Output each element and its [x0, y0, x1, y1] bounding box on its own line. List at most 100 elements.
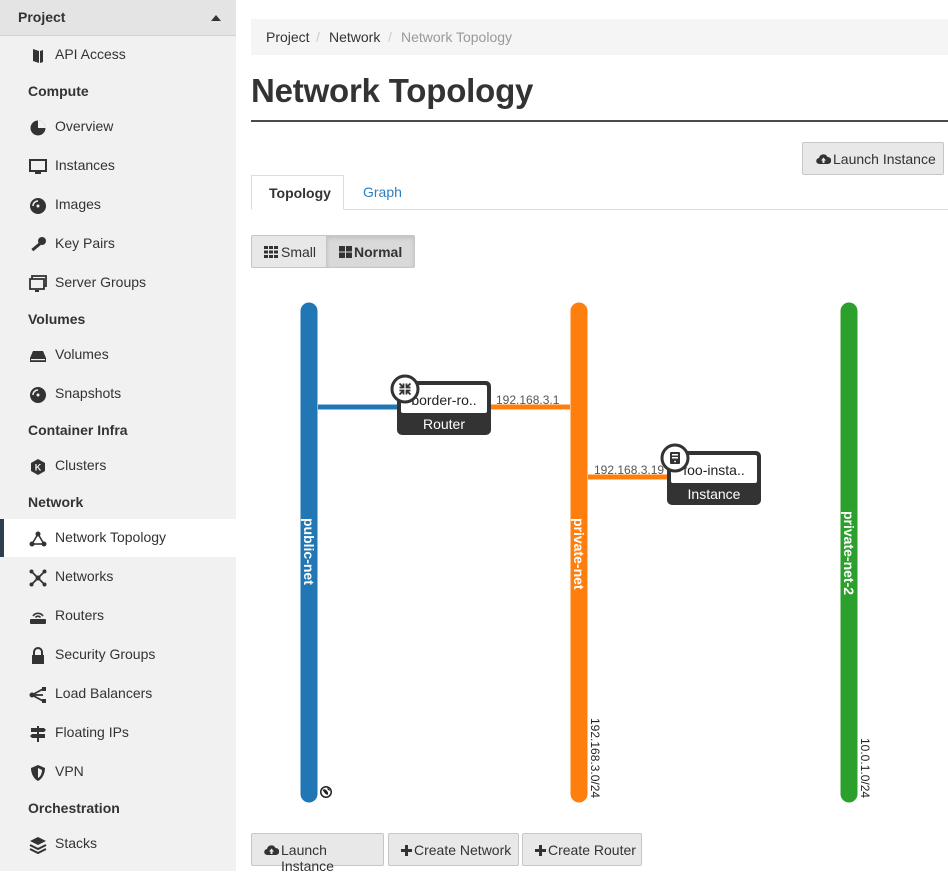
sidebar: Project API Access Compute Overview Inst…	[0, 0, 236, 871]
network-private-net-2[interactable]: private-net-2 10.0.1.0/24	[840, 302, 872, 803]
server-groups-icon	[29, 275, 47, 292]
tab-topology-label: Topology	[269, 185, 331, 201]
network-private-net-subnet: 192.168.3.0/24	[588, 718, 602, 798]
network-private-net[interactable]: private-net 192.168.3.0/24	[570, 302, 602, 803]
network-private-net-2-subnet: 10.0.1.0/24	[858, 738, 872, 798]
section-volumes: Volumes	[28, 311, 86, 327]
create-router-button[interactable]: Create Router	[522, 833, 642, 866]
section-network: Network	[28, 494, 84, 510]
sidebar-item-label: Routers	[55, 607, 105, 623]
sidebar-item-overview[interactable]: Overview	[0, 108, 236, 146]
create-network-button[interactable]: Create Network	[388, 833, 519, 866]
sidebar-item-floating-ips[interactable]: Floating IPs	[0, 714, 236, 752]
topology-canvas: public-net private-net 192.168.3.0/24 pr…	[300, 302, 872, 803]
hard-drive-icon	[30, 351, 46, 362]
sidebar-item-label: Load Balancers	[55, 685, 153, 701]
launch-instance-label: Launch Instance	[833, 151, 936, 167]
section-orchestration: Orchestration	[28, 800, 120, 816]
sidebar-item-load-balancers[interactable]: Load Balancers	[0, 675, 236, 713]
sidebar-item-label: Images	[55, 196, 101, 212]
tab-topology[interactable]: Topology	[251, 175, 344, 210]
small-view-label: Small	[281, 244, 317, 260]
sidebar-item-label: Server Groups	[55, 274, 147, 290]
plus-icon	[535, 845, 546, 856]
disc-icon	[30, 387, 46, 403]
sidebar-item-label: Instances	[55, 157, 115, 173]
router-type: Router	[423, 416, 465, 432]
sidebar-item-routers[interactable]: Routers	[0, 597, 236, 635]
sidebar-item-label: Network Topology	[55, 529, 167, 545]
sidebar-item-network-topology[interactable]: Network Topology	[0, 519, 236, 557]
sidebar-item-server-groups[interactable]: Server Groups	[0, 264, 236, 302]
project-dropdown[interactable]: Project	[0, 0, 236, 36]
page-title: Network Topology	[251, 72, 534, 109]
project-label: Project	[18, 9, 66, 25]
section-compute: Compute	[28, 83, 89, 99]
tab-graph[interactable]: Graph	[363, 184, 402, 200]
breadcrumb-separator: /	[316, 29, 320, 45]
breadcrumb-network[interactable]: Network	[329, 29, 381, 45]
lock-icon	[32, 647, 44, 664]
grid-large-icon	[339, 246, 352, 258]
instance-type: Instance	[688, 486, 741, 502]
launch-instance-bottom-label: Launch Instance	[281, 842, 334, 874]
cloud-upload-icon	[816, 154, 831, 165]
network-public-net-label: public-net	[301, 518, 317, 585]
grid-small-icon	[264, 246, 278, 258]
instance-node[interactable]: foo-insta.. Instance	[660, 443, 761, 505]
load-balancer-icon	[29, 687, 46, 703]
sidebar-item-instances[interactable]: Instances	[0, 147, 236, 185]
svg-text:K: K	[35, 463, 42, 473]
monitor-icon	[29, 159, 47, 174]
sidebar-item-key-pairs[interactable]: Key Pairs	[0, 225, 236, 263]
create-network-label: Create Network	[414, 842, 512, 858]
sidebar-item-label: Snapshots	[55, 385, 122, 401]
network-private-net-label: private-net	[571, 518, 587, 590]
sidebar-item-images[interactable]: Images	[0, 186, 236, 224]
tabs-divider	[251, 209, 948, 210]
kubernetes-icon: K	[31, 459, 45, 475]
signpost-icon	[30, 726, 46, 742]
router-name: border-ro..	[411, 392, 476, 408]
sidebar-item-label: VPN	[55, 763, 84, 779]
sidebar-item-security-groups[interactable]: Security Groups	[0, 636, 236, 674]
small-view-button[interactable]: Small	[251, 235, 327, 268]
sidebar-item-snapshots[interactable]: Snapshots	[0, 375, 236, 413]
sidebar-item-label: Networks	[55, 568, 114, 584]
network-private-net-2-label: private-net-2	[841, 511, 857, 595]
router-node[interactable]: border-ro.. Router	[390, 374, 491, 435]
breadcrumb-project[interactable]: Project	[266, 29, 310, 45]
breadcrumb: Project / Network / Network Topology	[251, 19, 948, 55]
shield-icon	[31, 765, 45, 781]
sidebar-item-volumes[interactable]: Volumes	[0, 336, 236, 374]
section-container-infra: Container Infra	[28, 422, 128, 438]
sidebar-item-vpn[interactable]: VPN	[0, 753, 236, 791]
key-icon	[31, 237, 46, 252]
launch-instance-bottom-button[interactable]: Launch Instance	[251, 833, 384, 874]
create-router-label: Create Router	[548, 842, 636, 858]
view-size-toggle: Small Normal	[251, 235, 415, 268]
sidebar-item-networks[interactable]: Networks	[0, 558, 236, 596]
sidebar-item-stacks[interactable]: Stacks	[0, 825, 236, 863]
sidebar-item-label: Clusters	[55, 457, 107, 473]
sidebar-item-label: Volumes	[55, 346, 109, 362]
sidebar-item-label: Key Pairs	[55, 235, 115, 251]
normal-view-label: Normal	[354, 244, 403, 260]
router-port-ip: 192.168.3.1	[496, 393, 560, 407]
pie-chart-icon	[30, 120, 46, 136]
normal-view-button[interactable]: Normal	[326, 235, 415, 268]
launch-instance-button[interactable]: Launch Instance	[802, 142, 944, 175]
sidebar-item-api-access[interactable]: API Access	[0, 36, 236, 74]
sidebar-item-label: Stacks	[55, 835, 98, 851]
disc-icon	[30, 198, 46, 214]
sidebar-item-clusters[interactable]: K Clusters	[0, 447, 236, 485]
caret-up-icon	[211, 15, 221, 21]
stack-icon	[29, 837, 47, 854]
instance-name: foo-insta..	[683, 462, 744, 478]
sidebar-item-label: Security Groups	[55, 646, 156, 662]
cloud-upload-icon	[264, 845, 279, 856]
title-divider	[251, 120, 948, 122]
api-access-icon	[33, 49, 43, 63]
sidebar-item-label: Floating IPs	[55, 724, 129, 740]
network-public-net[interactable]: public-net	[300, 302, 332, 803]
